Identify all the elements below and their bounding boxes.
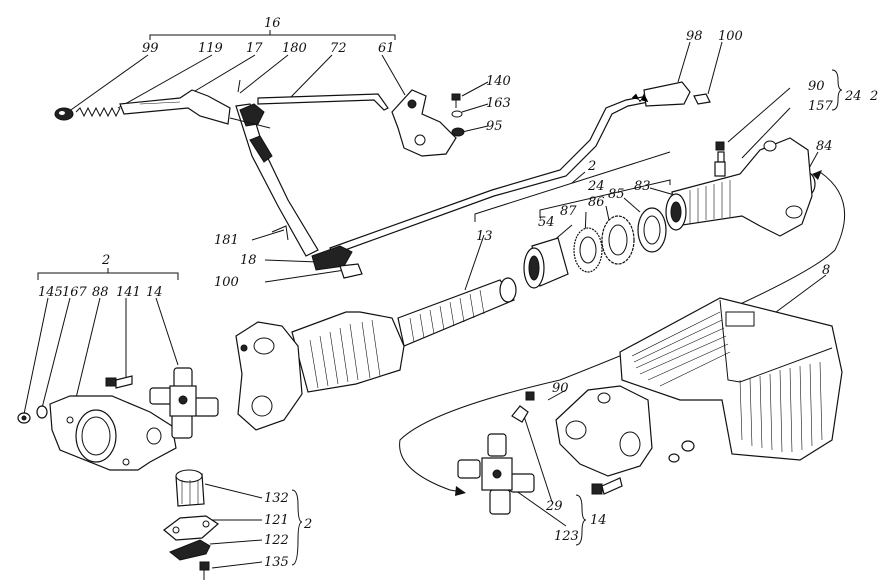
part-132-bearing-cup	[175, 469, 205, 507]
label-135: 135	[264, 555, 289, 570]
bracket-90-157	[831, 69, 843, 111]
part-167-washer	[36, 405, 48, 419]
part-140-bolt	[451, 93, 461, 108]
part-121-plate	[163, 515, 219, 541]
bracket-24-center	[539, 179, 671, 218]
part-99-nut	[54, 107, 74, 121]
label-122: 122	[264, 533, 289, 548]
part-61-bracket	[391, 89, 457, 157]
label-13: 13	[476, 229, 493, 244]
label-14-left: 14	[146, 285, 163, 300]
label-72: 72	[330, 41, 347, 56]
part-54-cap	[523, 237, 569, 289]
label-61: 61	[378, 41, 395, 56]
label-2-bottom: 2	[303, 517, 312, 532]
arrowhead-lower	[455, 486, 466, 496]
part-washer-lower-right	[668, 453, 680, 463]
label-2-center: 2	[587, 159, 596, 174]
part-flange-yoke-lower	[555, 385, 653, 477]
label-119: 119	[198, 41, 223, 56]
label-2-right: 2	[869, 89, 878, 104]
label-132: 132	[264, 491, 289, 506]
part-95-nut	[451, 127, 465, 137]
label-84: 84	[816, 139, 833, 154]
part-14-spider-left	[149, 367, 219, 439]
part-linkage-arm	[235, 103, 319, 257]
assembly-arrow-right	[399, 171, 846, 493]
part-100-pin-lower	[339, 263, 363, 279]
label-140: 140	[486, 74, 511, 89]
part-119-spring	[75, 106, 121, 118]
label-17: 17	[246, 41, 263, 56]
label-141: 141	[116, 285, 141, 300]
label-163: 163	[486, 96, 511, 111]
label-14-lower: 14	[590, 513, 607, 528]
part-bolt-lower	[591, 477, 623, 495]
label-88: 88	[92, 285, 109, 300]
part-85-ring	[637, 207, 667, 253]
label-54: 54	[538, 215, 555, 230]
bracket-2-left	[37, 268, 179, 280]
part-29-fitting	[511, 405, 529, 423]
label-99: 99	[142, 41, 159, 56]
part-8-cover	[619, 297, 843, 461]
label-2-left: 2	[101, 253, 110, 268]
part-83-sleeve-yoke	[665, 137, 813, 237]
label-167: 167	[62, 285, 88, 300]
bracket-29-123	[575, 494, 587, 546]
part-98-fork	[643, 81, 691, 107]
part-17-lever	[119, 89, 231, 125]
label-181: 181	[214, 233, 239, 248]
part-163-washer	[451, 110, 463, 118]
part-86-seal	[601, 215, 635, 265]
label-24-right: 24	[844, 89, 862, 104]
label-90-top: 90	[808, 79, 825, 94]
part-88-flange	[49, 395, 177, 471]
part-13-shaft	[235, 277, 517, 431]
label-123: 123	[554, 529, 579, 544]
part-122-lockplate	[169, 539, 211, 561]
part-90-nipple-top	[715, 141, 725, 163]
bracket-2-center	[474, 151, 671, 222]
label-18: 18	[240, 253, 257, 268]
label-24-center: 24	[587, 179, 605, 194]
arrowhead-upper	[812, 170, 822, 180]
label-100-lower: 100	[214, 275, 239, 290]
part-nut-lower-right	[681, 440, 695, 452]
bracket-132-135	[291, 489, 303, 566]
part-145-nut	[17, 412, 31, 424]
label-157: 157	[808, 99, 834, 114]
part-181-cotter	[271, 225, 289, 241]
part-14-spider-lower	[457, 433, 535, 515]
bracket-16	[149, 30, 396, 40]
part-90-nipple-lower	[525, 391, 535, 401]
label-180: 180	[282, 41, 307, 56]
label-29: 29	[545, 499, 563, 514]
part-100-pin-top	[693, 93, 711, 105]
label-85: 85	[608, 187, 625, 202]
part-135-bolt	[199, 561, 210, 580]
label-16: 16	[264, 16, 281, 31]
label-145: 145	[38, 285, 63, 300]
callout-labels: 16 99 119 17 180 72 61 140 163 95 98 100…	[38, 16, 878, 570]
label-98: 98	[686, 29, 703, 44]
part-141-bolt	[105, 375, 133, 389]
label-121: 121	[264, 513, 289, 528]
label-8: 8	[822, 263, 830, 278]
label-95: 95	[486, 119, 503, 134]
part-18-clevis	[311, 245, 353, 271]
part-157-fitting	[714, 161, 726, 177]
label-86: 86	[588, 195, 605, 210]
label-90-lower: 90	[552, 381, 569, 396]
label-83: 83	[634, 179, 651, 194]
part-72-rod	[257, 93, 389, 111]
label-100-top: 100	[718, 29, 743, 44]
part-87-seal	[573, 227, 603, 273]
part-180-pin	[237, 79, 241, 93]
label-87: 87	[560, 204, 577, 219]
